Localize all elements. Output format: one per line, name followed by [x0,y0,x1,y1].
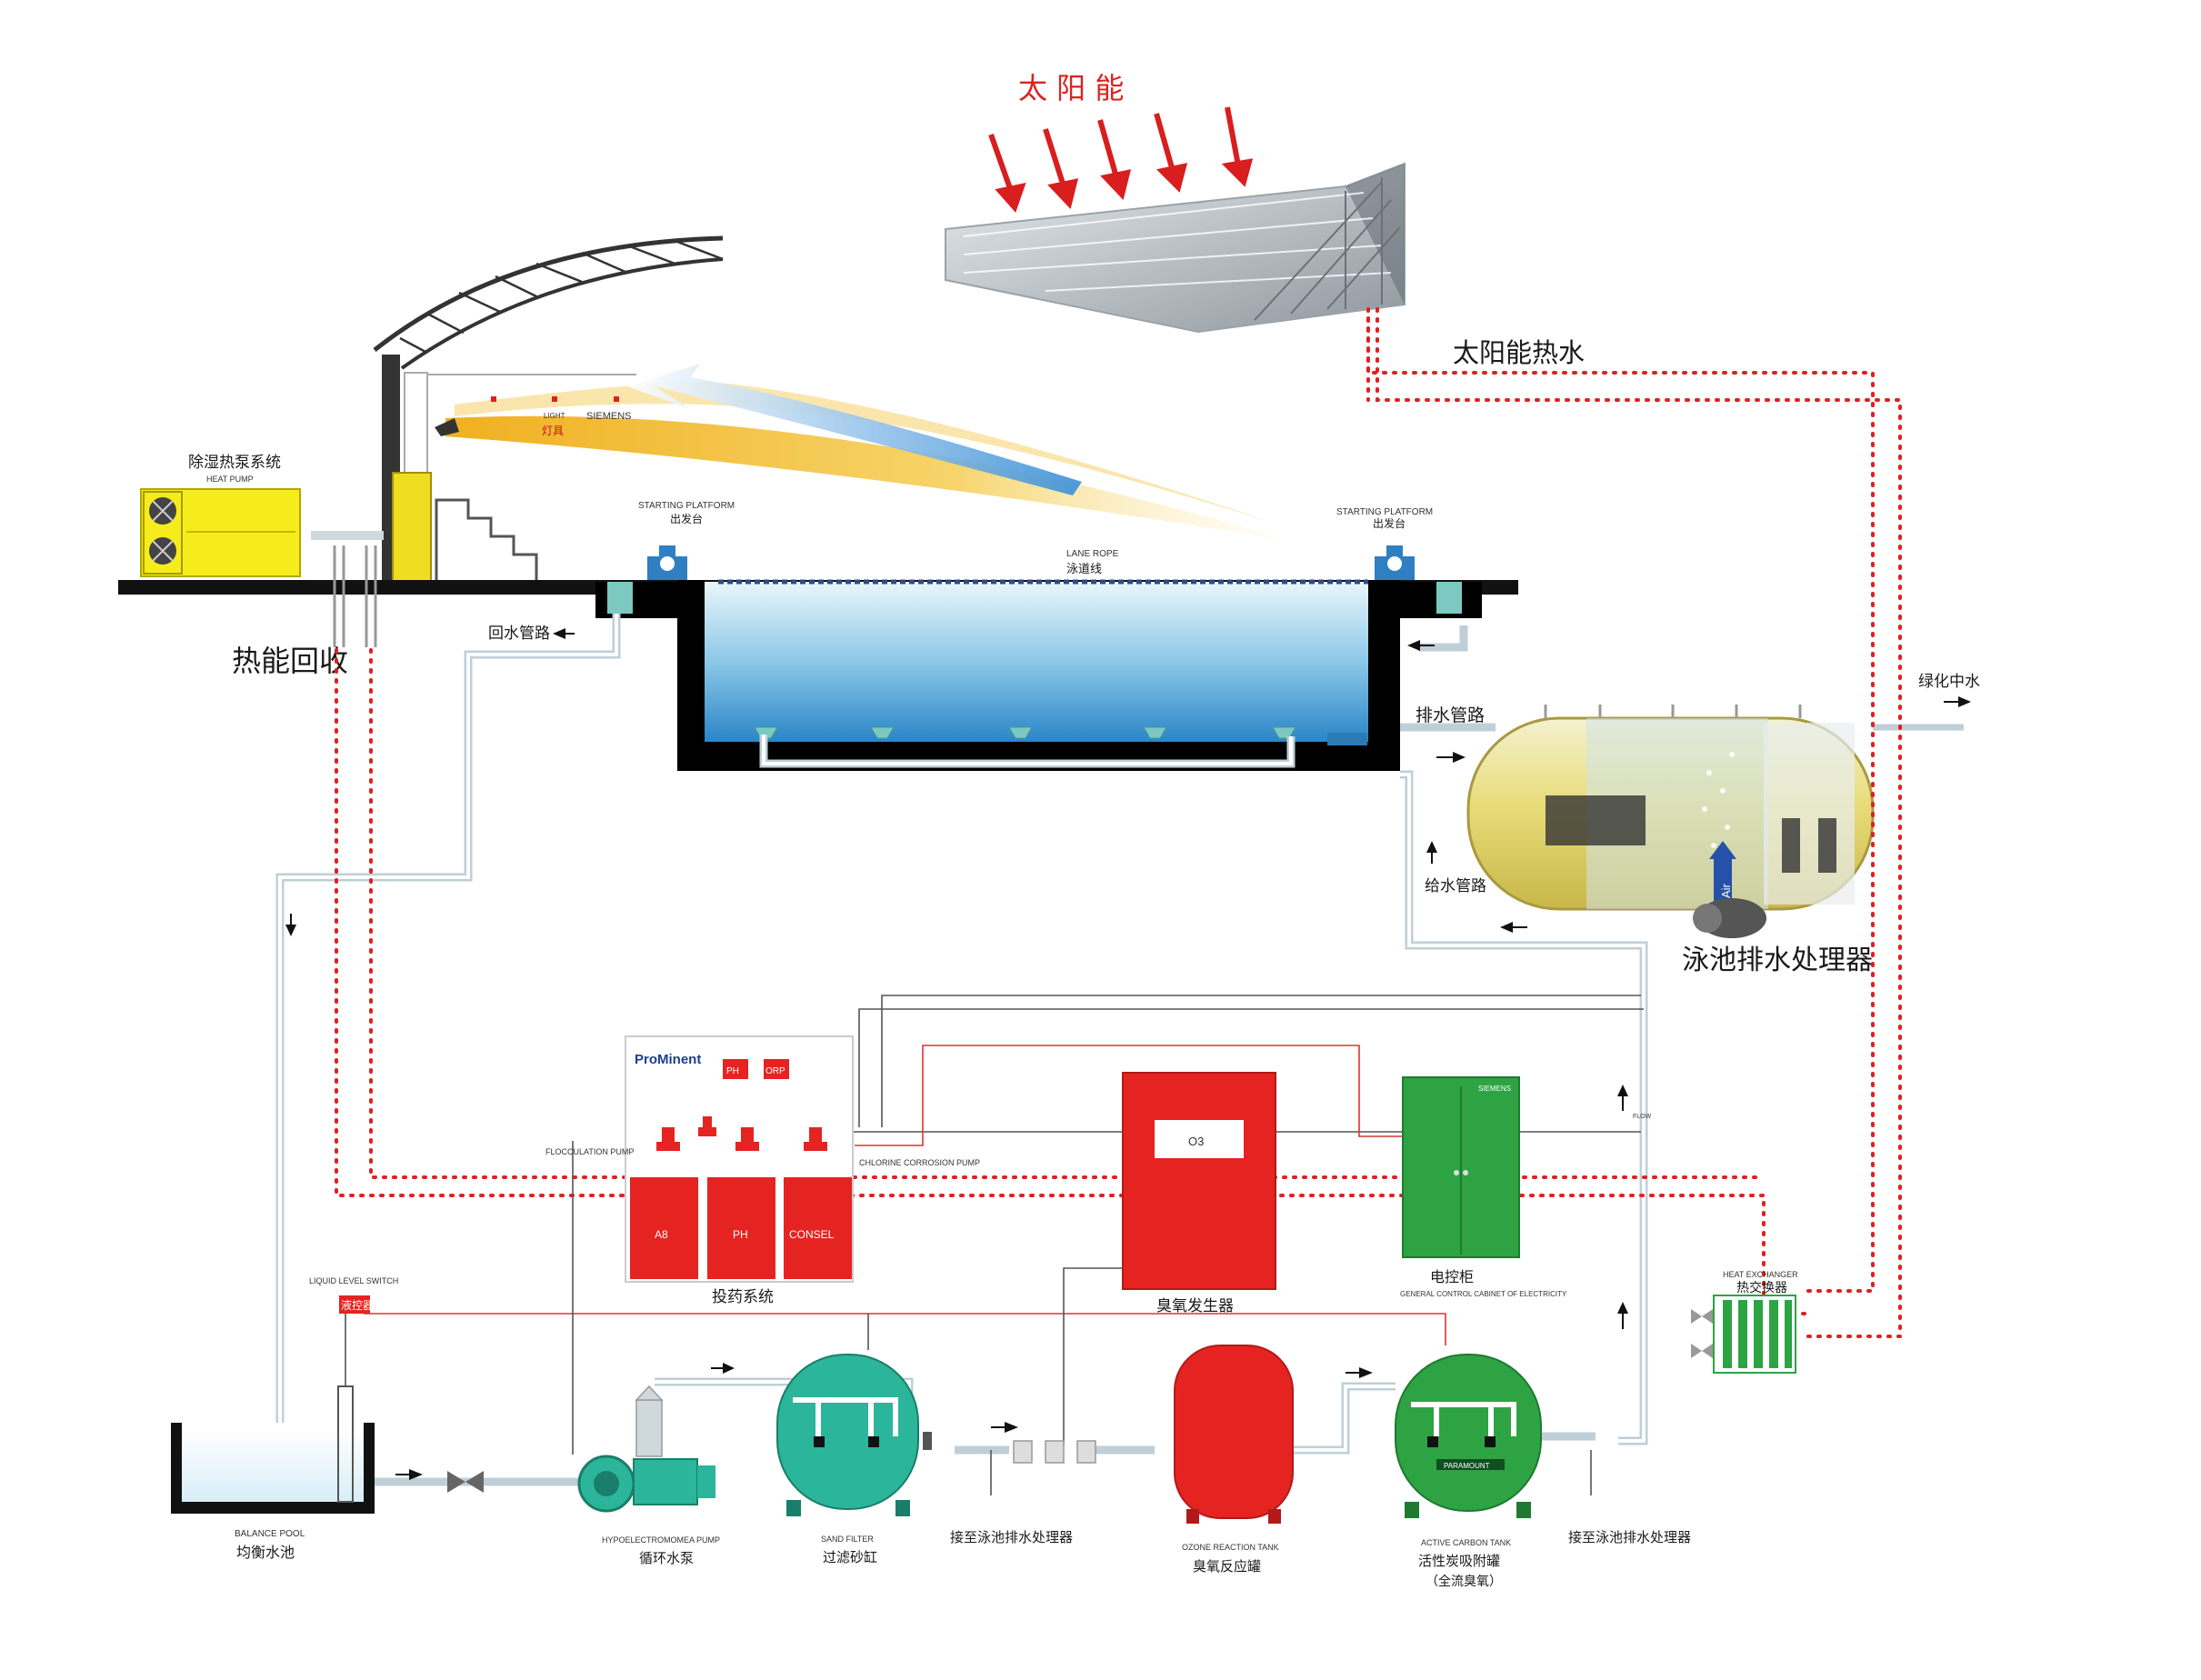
tank-a-label: A8 [655,1228,668,1241]
prominent-logo: ProMinent [635,1052,701,1067]
flow-arrow-3 [723,1363,735,1374]
heat-exchanger-cn: 热交换器 [1736,1280,1787,1295]
reaction-tank-en: OZONE REACTION TANK [1182,1543,1279,1552]
air-label: Air [1719,883,1733,898]
riser-arrow-2 [1617,1302,1628,1314]
swimming-pool [595,579,1482,771]
valve-icon [447,1471,484,1493]
return-pipe-label: 回水管路 [488,625,550,643]
flow-arrow-4 [1359,1367,1373,1378]
chlorine-label: CHLORINE CORROSION PUMP [859,1158,980,1167]
heat-exchanger-valves [1691,1309,1713,1358]
hot-water-dotted-lines [335,307,1902,1338]
solar-section: 太 阳 能 太阳能热水 [945,71,1585,368]
heat-pump-cn-label: 除湿热泵系统 [188,454,281,472]
ozone-reaction-tank [1174,1345,1294,1524]
tank-b-label: PH [733,1228,748,1241]
supply-arrow-left [1500,922,1513,933]
balance-pool-cn: 均衡水池 [236,1544,295,1561]
ozone-generator [1122,1072,1276,1290]
heat-pump-unit [140,488,384,577]
control-siemens-label: SIEMENS [1478,1085,1511,1093]
pipe-fittings [1013,1440,1096,1464]
to-treatment-2: 接至泳池排水处理器 [1568,1529,1691,1545]
lane-rope-en: LANE ROPE [1066,549,1119,559]
light-en-label: LIGHT [544,412,565,420]
control-wiring [345,995,1644,1495]
dosing-cn-label: 投药系统 [712,1288,774,1306]
light-fixture-icon [435,418,459,436]
pump-en-label: HYPOELECTROMOMEA PUMP [602,1535,720,1545]
ceiling-lights [491,396,619,402]
blower-icon [1693,898,1766,938]
pump-cn-label: 循环水泵 [639,1550,694,1566]
control-cabinet [1402,1076,1520,1258]
downflow-arrow [285,925,296,936]
dosing-system [625,1035,854,1283]
solar-label: 太 阳 能 [1018,71,1124,105]
solar-collector-icon [945,162,1406,334]
heat-exchanger [1713,1295,1796,1374]
active-carbon-tank [1395,1354,1542,1518]
supply-pipe-label: 给水管路 [1425,877,1486,895]
heat-recovery-pipes [333,545,377,647]
flow-arrow-2 [1005,1422,1018,1433]
flow-arrow-1 [409,1469,423,1480]
circulation-pump [577,1385,715,1513]
spectator-stands [435,498,538,582]
drainage-treatment-tank [1466,705,1964,938]
balance-pool [171,1385,375,1514]
sun-ray-arrows [988,106,1254,213]
starting-platform-right [1375,545,1415,580]
heat-exchanger-en: HEAT EXCHANGER [1723,1270,1798,1279]
paramount-label: PARAMOUNT [1444,1462,1490,1470]
sand-filter-cn: 过滤砂缸 [823,1549,877,1565]
drain-arrow [1453,752,1466,763]
starting-platform-left [647,545,687,580]
return-arrow [553,628,565,639]
to-treatment-1: 接至泳池排水处理器 [950,1529,1073,1545]
panel-ph: PH [726,1066,739,1076]
level-switch-box [339,1295,370,1314]
start-platform-right-cn: 出发台 [1373,516,1406,530]
reaction-tank-cn: 臭氧反应罐 [1193,1558,1261,1575]
carbon-tank-cn2: （全流臭氧） [1426,1574,1502,1589]
roof-structure [373,235,724,586]
drain-pipe-label: 排水管路 [1416,705,1485,725]
flocculation-label: FLOCCULATION PUMP [545,1147,634,1156]
sand-filter-en: SAND FILTER [821,1535,874,1544]
start-platform-right-en: STARTING PLATFORM [1336,507,1433,517]
control-cn-label: 电控柜 [1430,1268,1474,1285]
greening-water-label: 绿化中水 [1918,673,1980,691]
flow-label: FLOW [1633,1114,1652,1120]
solar-hot-water-label: 太阳能热水 [1453,337,1585,368]
tank-c-label: CONSEL [789,1228,835,1241]
lane-rope-cn: 泳道线 [1066,563,1102,576]
carbon-tank-en: ACTIVE CARBON TANK [1421,1538,1511,1547]
start-platform-left-en: STARTING PLATFORM [638,501,735,511]
level-switch-cn: 液控器 [341,1298,374,1312]
treatment-label: 泳池排水处理器 [1682,945,1873,976]
supply-arrow-up [1426,841,1437,853]
level-switch-en: LIQUID LEVEL SWITCH [309,1276,398,1285]
sand-filter [776,1354,932,1516]
light-cn-label: 灯具 [542,425,564,437]
greening-arrow [1958,696,1971,707]
heat-recovery-label: 热能回收 [232,644,348,678]
balance-pool-en: BALANCE POOL [235,1529,305,1539]
ozone-cn-label: 臭氧发生器 [1156,1297,1234,1315]
panel-orp: ORP [765,1066,785,1076]
ozone-panel-label: O3 [1188,1135,1204,1148]
inlet-arrow [1407,640,1420,651]
heat-pump-en-label: HEAT PUMP [206,475,254,484]
light-beam [445,382,1291,541]
riser-arrow-1 [1617,1085,1628,1096]
carbon-tank-cn: 活性炭吸附罐 [1418,1553,1500,1569]
control-en-label: GENERAL CONTROL CABINET OF ELECTRICITY [1400,1290,1567,1298]
siemens-light-label: SIEMENS [586,411,632,422]
air-flow-arrow [627,364,1082,495]
start-platform-left-cn: 出发台 [670,512,703,525]
